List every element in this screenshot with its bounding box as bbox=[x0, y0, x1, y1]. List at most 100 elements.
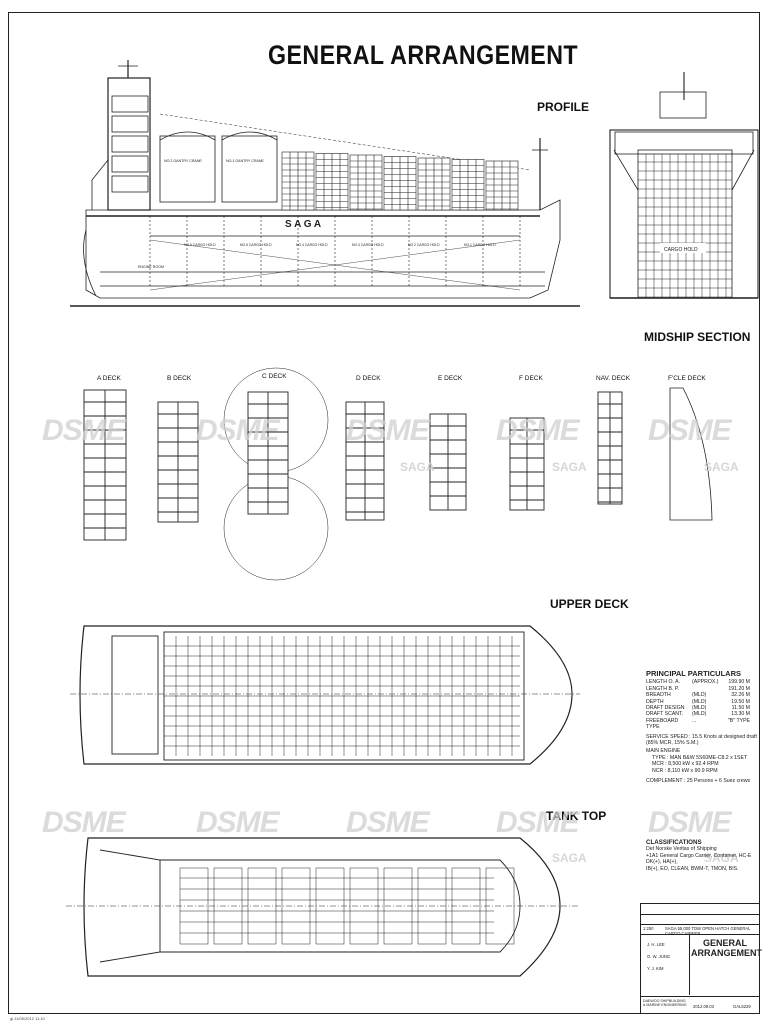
watermark-brand-9: DSME bbox=[496, 806, 580, 839]
cargo-hold-label: NO.2 CARGO HOLD bbox=[408, 243, 440, 247]
crane-1-label: NO.1 GANTRY CRANE bbox=[226, 159, 264, 163]
particular-row: DRAFT DESIGN (MLD) 11.50 M bbox=[646, 705, 758, 711]
nav-deck-label: NAV. DECK bbox=[596, 375, 630, 382]
footer-stamp: gl.11/09/2012 11:10 bbox=[10, 1016, 45, 1021]
cargo-hold-label: NO.6 CARGO HOLD bbox=[184, 243, 216, 247]
tank-cell bbox=[281, 867, 311, 945]
watermark-brand-7: DSME bbox=[196, 806, 280, 839]
classifications: CLASSIFICATIONS Det Norske Veritas of Sh… bbox=[646, 839, 758, 872]
watermark-brand-8: DSME bbox=[346, 806, 430, 839]
service-speed-label: SERVICE SPEED : bbox=[646, 733, 691, 740]
particular-qualifier: (APPROX.) bbox=[692, 679, 719, 686]
particular-value: 11.50 M bbox=[731, 705, 750, 712]
watermark-ship-5: SAGA bbox=[704, 851, 739, 865]
complement: COMPLEMENT : 25 Persons + 6 Suez crews bbox=[646, 778, 751, 785]
particular-value: 191.20 M bbox=[728, 685, 750, 692]
particular-row: LENGTH O. A. (APPROX.) 199.90 M bbox=[646, 679, 758, 685]
watermark-ship-3: SAGA bbox=[704, 460, 739, 474]
cargo-hold-label: NO.1 CARGO HOLD bbox=[464, 243, 496, 247]
c-deck-label: C DECK bbox=[262, 373, 287, 380]
drafter-name: J. H. LEE bbox=[647, 942, 665, 947]
watermark-brand-3: DSME bbox=[346, 414, 430, 447]
watermark-ship-2: SAGA bbox=[552, 460, 587, 474]
particular-qualifier: (MLD) bbox=[692, 692, 707, 699]
particular-value: "B" TYPE bbox=[727, 717, 750, 724]
principal-particulars-heading: PRINCIPAL PARTICULARS bbox=[646, 669, 742, 678]
f-deck-label: F DECK bbox=[519, 375, 543, 382]
project-name: SAGA 55,000 TDW OPEN HATCH GENERAL CARGO… bbox=[665, 926, 751, 936]
engine-room-label: ENGINE ROOM bbox=[138, 265, 164, 269]
cargo-hold-label: NO.5 CARGO HOLD bbox=[240, 243, 272, 247]
tank-cell bbox=[179, 867, 209, 945]
service-speed-value: 15.5 Knots at designed draft (85% MCR, 1… bbox=[646, 733, 757, 747]
particular-name: DRAFT DESIGN bbox=[646, 705, 685, 712]
watermark-brand-1: DSME bbox=[42, 414, 126, 447]
particular-row: DRAFT SCANT. (MLD) 13.30 M bbox=[646, 711, 758, 717]
title-block: 1:250 SAGA 55,000 TDW OPEN HATCH GENERAL… bbox=[640, 903, 762, 1014]
particular-qualifier: ... bbox=[692, 717, 697, 724]
tank-cell bbox=[383, 867, 413, 945]
watermark-brand-10: DSME bbox=[648, 806, 732, 839]
tank-cell bbox=[247, 867, 277, 945]
upper-deck-label: UPPER DECK bbox=[550, 597, 629, 611]
scale-value: 1:250 bbox=[643, 926, 654, 931]
b-deck-label: B DECK bbox=[167, 375, 192, 382]
classification-line-2: +1A1 General Cargo Carrier, Container, H… bbox=[646, 852, 752, 866]
particular-qualifier: (MLD) bbox=[692, 711, 707, 718]
particular-value: 32.26 M bbox=[731, 692, 750, 699]
midship-hold-label: CARGO HOLD bbox=[664, 247, 698, 253]
cargo-hold-label: NO.3 CARGO HOLD bbox=[352, 243, 384, 247]
drawing-sheet bbox=[8, 12, 760, 1014]
watermark-brand-5: DSME bbox=[648, 414, 732, 447]
classifications-heading: CLASSIFICATIONS bbox=[646, 839, 702, 846]
particular-name: LENGTH O. A. bbox=[646, 679, 681, 686]
engine-type: TYPE : MAN B&W 5S60ME-C8.2 x 1SET bbox=[652, 754, 748, 761]
watermark-brand-6: DSME bbox=[42, 806, 126, 839]
tank-cell bbox=[213, 867, 243, 945]
checker-name: G. W. JUNG bbox=[647, 954, 671, 959]
e-deck-label: E DECK bbox=[438, 375, 463, 382]
engine-mcr: MCR : 8,500 kW x 92.4 RPM bbox=[652, 761, 719, 768]
particular-name: BREADTH bbox=[646, 692, 671, 699]
particular-value: 199.90 M bbox=[728, 679, 750, 686]
tank-cell bbox=[417, 867, 447, 945]
tank-cell bbox=[315, 867, 345, 945]
engine-ncr: NCR : 8,110 kW x 90.9 RPM bbox=[652, 767, 718, 774]
hull-name-text: S A G A bbox=[285, 219, 321, 230]
drawing-number: GAL5229 bbox=[733, 1004, 751, 1009]
tank-cell bbox=[349, 867, 379, 945]
particular-row: FREEBOARD TYPE... "B" TYPE bbox=[646, 718, 758, 731]
watermark-ship-4: SAGA bbox=[552, 851, 587, 865]
fcle-deck-label: F'CLE DECK bbox=[668, 375, 706, 382]
a-deck-label: A DECK bbox=[97, 375, 121, 382]
cargo-hold-label: NO.4 CARGO HOLD bbox=[296, 243, 328, 247]
watermark-ship-1: SAGA bbox=[400, 460, 435, 474]
watermark-brand-2: DSME bbox=[196, 414, 280, 447]
title-block-drawing-title: GENERAL ARRANGEMENT bbox=[691, 938, 762, 958]
particular-value: 13.30 M bbox=[731, 711, 750, 718]
tank-cell bbox=[451, 867, 481, 945]
d-deck-label: D DECK bbox=[356, 375, 381, 382]
particular-row: DEPTH(MLD)19.50 M bbox=[646, 699, 758, 705]
principal-particulars: PRINCIPAL PARTICULARS LENGTH O. A. (APPRO… bbox=[646, 669, 758, 785]
tank-cell bbox=[485, 867, 515, 945]
company-name: DAEWOO SHIPBUILDING & MARINE ENGINEERING bbox=[643, 999, 687, 1007]
particular-value: 19.50 M bbox=[731, 698, 750, 705]
approver-name: Y. J. KIM bbox=[647, 966, 664, 971]
particular-name: DRAFT SCANT. bbox=[646, 711, 684, 718]
particular-qualifier: (MLD) bbox=[692, 705, 707, 712]
tank-top-label: TANK TOP bbox=[546, 809, 607, 823]
classification-line-1: Det Norske Veritas of Shipping bbox=[646, 846, 717, 853]
particular-name: DEPTH bbox=[646, 698, 664, 705]
particular-row: LENGTH B. P. 191.20 M bbox=[646, 686, 758, 692]
drawing-date: 2012.09.03 bbox=[693, 1004, 714, 1009]
classification-line-3: IB(+), EO, CLEAN, BWM-T, TMON, BIS. bbox=[646, 865, 739, 872]
particular-name: LENGTH B. P. bbox=[646, 685, 680, 692]
particular-name: FREEBOARD TYPE bbox=[646, 717, 679, 731]
crane-2-label: NO.2 GANTRY CRANE bbox=[164, 159, 202, 163]
